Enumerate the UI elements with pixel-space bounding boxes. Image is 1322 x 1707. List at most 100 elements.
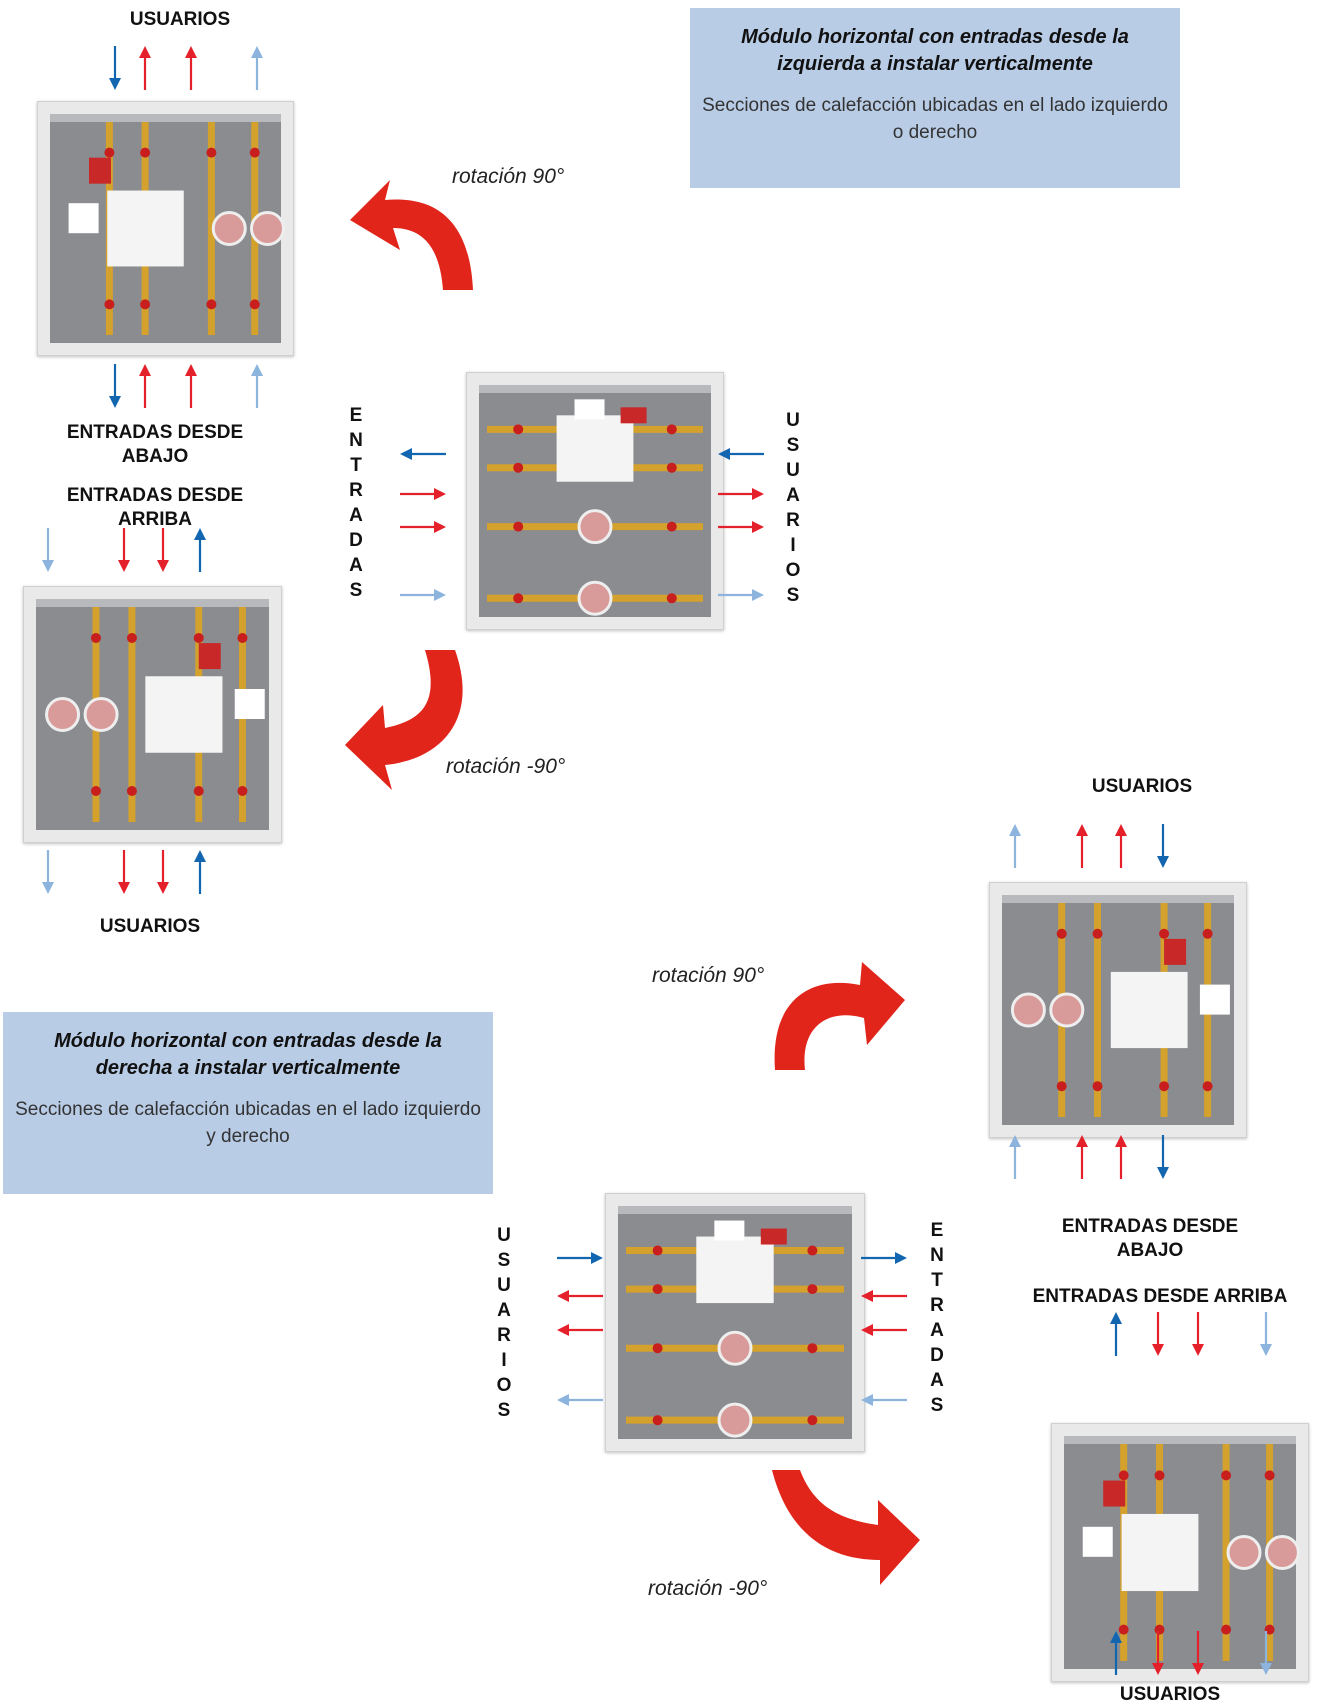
flow-arrow-left-light-blue: [861, 1394, 907, 1406]
flow-arrow-up-light-blue: [1009, 824, 1021, 868]
flow-arrow-up-dark-blue: [1110, 1631, 1122, 1675]
flow-arrow-left-light-blue: [557, 1394, 603, 1406]
vertical-letter: R: [497, 1325, 511, 1346]
vertical-letter: T: [350, 455, 362, 476]
flow-arrow-up-dark-blue: [194, 850, 206, 894]
flow-arrow-up-light-blue: [251, 46, 263, 90]
flow-arrow-down-red: [1192, 1312, 1204, 1356]
vertical-letter: O: [496, 1375, 512, 1396]
flow-arrow-up-red: [1076, 824, 1088, 868]
module-top-right: [989, 882, 1247, 1138]
flow-arrow-down-red: [1192, 1631, 1204, 1675]
rotation-label-minus-90-bottom: rotación -90°: [648, 1577, 768, 1600]
rotation-arrows: [345, 180, 920, 1585]
vertical-letter: I: [790, 535, 796, 556]
vertical-letter: S: [497, 1250, 511, 1271]
flow-arrow-up-red: [1076, 1135, 1088, 1179]
vertical-letter: S: [786, 435, 800, 456]
flow-arrow-down-red: [157, 850, 169, 894]
flow-arrow-left-dark-blue: [718, 448, 764, 460]
flow-arrow-down-red: [118, 850, 130, 894]
flow-arrow-up-light-blue: [251, 364, 263, 408]
vertical-letter: O: [785, 560, 801, 581]
info-box-right-inputs: Módulo horizontal con entradas desde la …: [3, 1012, 493, 1194]
info-box-subtitle: Secciones de calefacción ubicadas en el …: [15, 1099, 481, 1147]
label-usuarios-bottom-right: USUARIOS: [1119, 1684, 1221, 1705]
vertical-letter: N: [930, 1245, 944, 1266]
label-entradas-abajo-right: ENTRADAS DESDE ABAJO: [1061, 1216, 1239, 1261]
flow-arrow-up-light-blue: [1009, 1135, 1021, 1179]
rotation-arrow-minus-90-bottom: [772, 1470, 920, 1585]
vertical-letter: R: [349, 480, 363, 501]
label-usuarios-bottom-left: USUARIOS: [99, 916, 201, 937]
module-center-left: [466, 372, 724, 630]
rotation-arrow-90-bottom: [774, 962, 905, 1070]
info-box-left-inputs: Módulo horizontal con entradas desde la …: [690, 8, 1180, 188]
vertical-letter: U: [786, 460, 800, 481]
vertical-letter: A: [349, 505, 363, 526]
vertical-letter: D: [930, 1345, 944, 1366]
vertical-letter: A: [349, 555, 363, 576]
flow-arrow-down-red: [118, 528, 130, 572]
flow-arrow-down-dark-blue: [1157, 1135, 1169, 1179]
vertical-letter: U: [497, 1275, 511, 1296]
module-top-left: [37, 101, 294, 356]
flow-arrow-up-red: [1115, 824, 1127, 868]
flow-arrow-down-light-blue: [42, 528, 54, 572]
flow-arrow-down-red: [1152, 1312, 1164, 1356]
rotation-arrow-90-top: [350, 180, 473, 290]
flow-arrow-right-light-blue: [718, 589, 764, 601]
flow-arrow-left-dark-blue: [400, 448, 446, 460]
vertical-letter: I: [501, 1350, 507, 1371]
info-box-title: Módulo horizontal con entradas desde la …: [54, 1030, 442, 1079]
flow-arrow-left-red: [557, 1290, 603, 1302]
flow-arrow-right-dark-blue: [557, 1252, 603, 1264]
vertical-letter: S: [930, 1395, 944, 1416]
module-bottom-left: [23, 586, 282, 843]
flow-arrow-up-red: [139, 46, 151, 90]
flow-arrow-right-light-blue: [400, 589, 446, 601]
vertical-letter: S: [786, 585, 800, 606]
flow-arrow-up-red: [1115, 1135, 1127, 1179]
flow-arrow-left-red: [861, 1324, 907, 1336]
flow-arrow-down-dark-blue: [109, 364, 121, 408]
info-box-subtitle: Secciones de calefacción ubicadas en el …: [702, 95, 1168, 143]
vertical-letter: R: [786, 510, 800, 531]
vertical-letter: A: [930, 1320, 944, 1341]
label-entradas-arriba-right: ENTRADAS DESDE ARRIBA: [1032, 1286, 1288, 1307]
module-center-right: [605, 1193, 865, 1452]
rotation-label-minus-90-top: rotación -90°: [446, 755, 566, 778]
flow-arrow-right-red: [718, 488, 764, 500]
vertical-letter: T: [931, 1270, 943, 1291]
rotation-label-90-bottom: rotación 90°: [652, 964, 765, 987]
flow-arrow-right-red: [400, 488, 446, 500]
flow-arrow-up-red: [185, 46, 197, 90]
flow-arrow-down-light-blue: [1260, 1631, 1272, 1675]
flow-arrow-down-dark-blue: [1157, 824, 1169, 868]
flow-arrow-right-red: [718, 521, 764, 533]
flow-arrow-up-dark-blue: [194, 528, 206, 572]
vertical-letter: S: [349, 580, 363, 601]
rotation-label-90-top: rotación 90°: [452, 165, 565, 188]
vertical-letter: R: [930, 1295, 944, 1316]
flow-arrow-left-red: [557, 1324, 603, 1336]
flow-arrow-down-red: [1152, 1631, 1164, 1675]
rotation-arrow-minus-90-top: [345, 650, 463, 790]
vertical-letter: A: [786, 485, 800, 506]
vertical-letter: A: [497, 1300, 511, 1321]
vertical-letter: E: [349, 405, 363, 426]
vertical-letter: U: [497, 1225, 511, 1246]
flow-arrow-left-red: [861, 1290, 907, 1302]
vertical-letter: S: [497, 1400, 511, 1421]
vertical-letter: E: [930, 1220, 944, 1241]
flow-arrow-down-dark-blue: [109, 46, 121, 90]
label-entradas-abajo: ENTRADAS DESDE ABAJO: [66, 422, 244, 467]
vertical-letter: D: [349, 530, 363, 551]
vertical-letter: U: [786, 410, 800, 431]
flow-arrow-down-light-blue: [1260, 1312, 1272, 1356]
label-usuarios-top-right: USUARIOS: [1091, 776, 1193, 797]
